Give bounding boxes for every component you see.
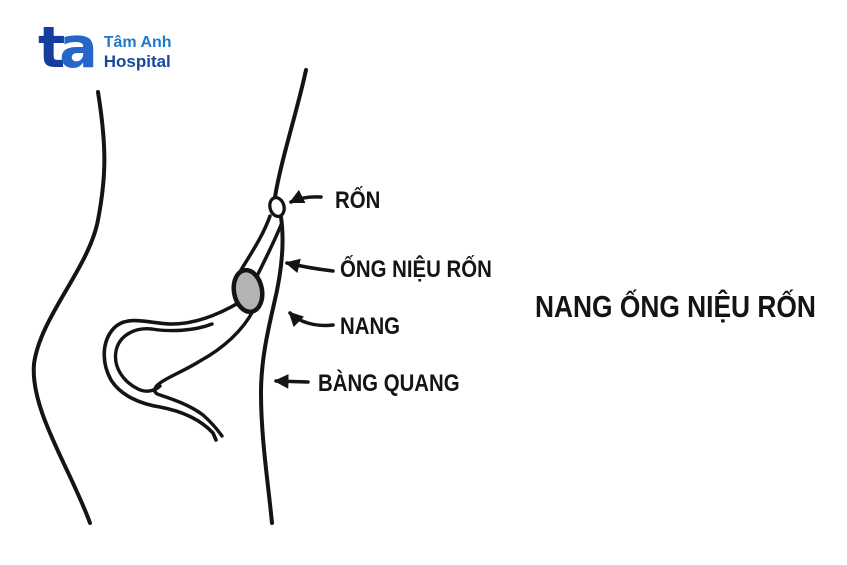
logo-name-line1: Tâm Anh (103, 34, 172, 51)
bladder-arrow (273, 374, 310, 389)
bladder-outer-wall (102, 300, 242, 442)
urachus-label: ỐNG NIỆU RỐN (340, 254, 492, 282)
navel-oval (268, 195, 286, 219)
cyst-shape (231, 267, 265, 315)
body-front-outline-upper (273, 68, 308, 199)
logo-letter-t: t (38, 15, 65, 81)
logo-name-line2: Hospital (103, 52, 171, 72)
body-back-outline (31, 90, 107, 525)
bladder-inner-wall (113, 322, 214, 393)
diagram-title: NANG ỐNG NIỆU RỐN (535, 288, 816, 325)
urachus-arrow (284, 258, 335, 274)
body-front-outline-lower (259, 215, 285, 525)
logo-ta-icon: ta (38, 20, 98, 77)
cyst-arrow (288, 311, 335, 328)
logo-letter-a: a (59, 15, 98, 81)
navel-arrow (289, 189, 323, 204)
urachus-duct-right-line (255, 223, 283, 278)
navel-label: RỐN (335, 185, 380, 213)
urachus-duct-left-line (239, 214, 272, 272)
cyst-label: NANG (340, 312, 400, 339)
bladder-neck-and-urethra (153, 307, 256, 438)
hospital-logo: ta Tâm Anh Hospital (38, 20, 172, 77)
bladder-label: BÀNG QUANG (318, 369, 460, 396)
logo-wordmark: Tâm Anh Hospital (104, 34, 172, 72)
